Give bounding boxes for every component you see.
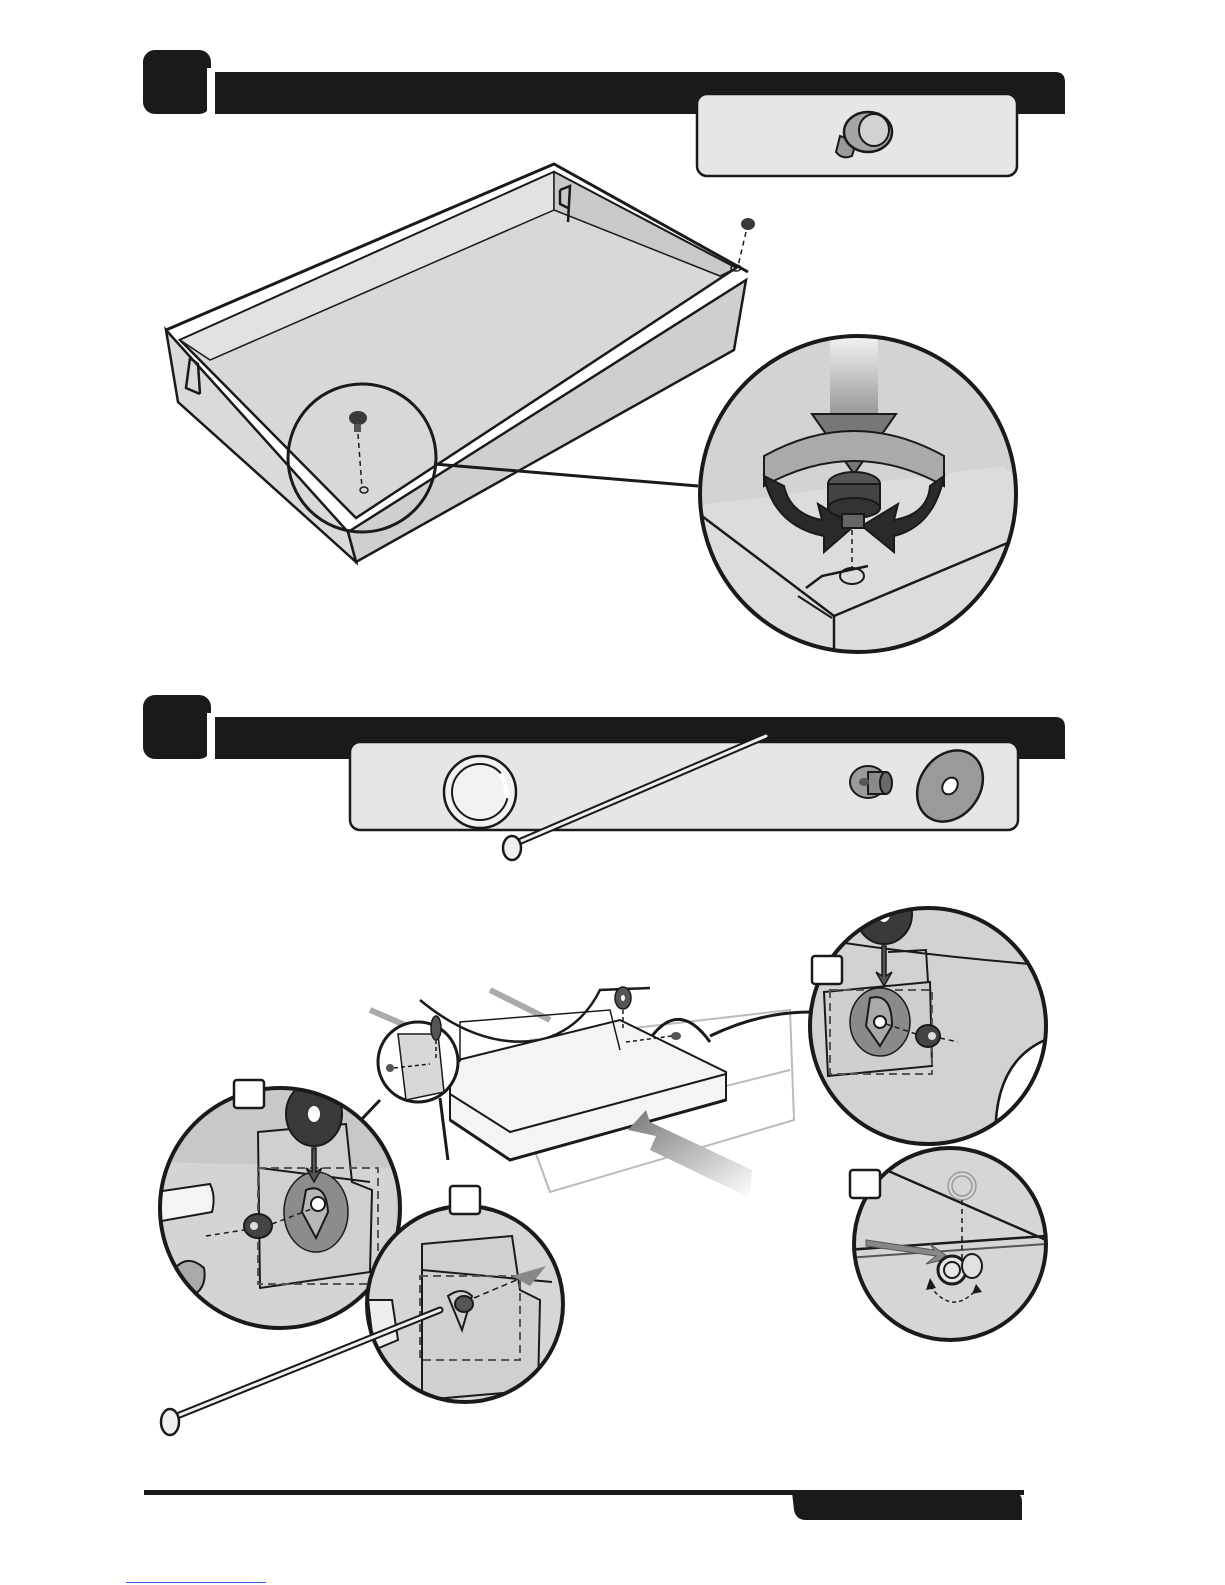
step-2-number — [143, 695, 209, 757]
zoom-detail-twist-in-knob — [694, 326, 1024, 656]
substep-label-right-top — [810, 954, 842, 984]
substep-label-left — [232, 1078, 264, 1108]
washer-icon — [912, 744, 992, 828]
zoom-detail-right-washer-bushing — [800, 886, 1056, 1148]
substep-label-right-bottom — [848, 1168, 880, 1198]
step-1-title — [220, 76, 680, 106]
bottom-link-underline — [126, 1582, 266, 1583]
page-tab-label — [800, 1494, 1018, 1518]
bushing-icon — [846, 758, 896, 808]
tray-illustration — [150, 150, 770, 580]
step-1-number — [143, 50, 209, 112]
rod-being-inserted — [156, 1300, 446, 1440]
callout-connector-lines — [340, 1000, 820, 1160]
long-rod-icon — [498, 730, 773, 866]
knob-screw-icon — [826, 108, 896, 164]
substep-label-center — [448, 1184, 480, 1214]
